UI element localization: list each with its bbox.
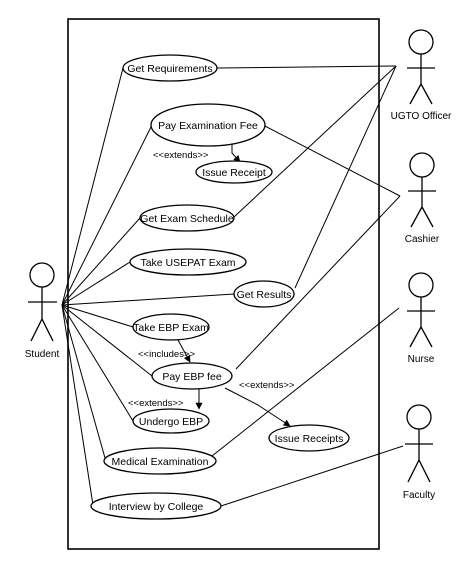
use-case-issue-receipts: Issue Receipts	[268, 424, 350, 452]
extends-label: <<extends>>	[153, 150, 209, 161]
use-case-get-results: Get Results	[233, 280, 295, 308]
use-case-issue-receipt: Issue Receipt	[195, 160, 273, 184]
use-case-get-exam-schedule: Get Exam Schedule	[139, 204, 235, 232]
use-case-pay-ebp-fee: Pay EBP fee	[151, 362, 233, 390]
use-case-interview-by-college: Interview by College	[90, 492, 222, 520]
student-associations	[61, 67, 235, 506]
svg-text:Get Results: Get Results	[237, 289, 292, 301]
svg-text:Medical Examination: Medical Examination	[112, 456, 209, 468]
actor-ugto-officer-label: UGTO Officer	[391, 111, 452, 122]
svg-text:Take USEPAT Exam: Take USEPAT Exam	[140, 257, 235, 269]
staff-associations	[211, 65, 404, 507]
dependency-arrows	[177, 138, 291, 427]
svg-text:Take EBP Exam: Take EBP Exam	[133, 322, 209, 334]
svg-text:Pay Examination Fee: Pay Examination Fee	[158, 120, 258, 132]
use-case-get-requirements: Get Requirements	[122, 54, 218, 82]
system-boundary	[67, 18, 380, 550]
extends-label: <<extends>>	[128, 398, 184, 409]
svg-text:Issue Receipt: Issue Receipt	[202, 167, 266, 179]
includes-label: <<includes>>	[138, 349, 195, 360]
svg-text:Issue Receipts: Issue Receipts	[275, 433, 344, 445]
use-case-undergo-ebp: Undergo EBP	[132, 408, 210, 434]
use-case-take-ebp-exam: Take EBP Exam	[132, 313, 210, 341]
actor-nurse-label: Nurse	[408, 354, 435, 365]
actor-cashier-label: Cashier	[405, 234, 440, 245]
actor-faculty: Faculty	[403, 404, 435, 501]
svg-text:Pay EBP fee: Pay EBP fee	[162, 371, 222, 383]
actor-nurse: Nurse	[407, 272, 435, 365]
actor-student: Student	[25, 262, 60, 360]
svg-text:Undergo EBP: Undergo EBP	[139, 416, 203, 428]
use-case-pay-examination-fee: Pay Examination Fee	[150, 103, 266, 147]
actor-cashier: Cashier	[405, 152, 440, 245]
svg-text:Get Exam Schedule: Get Exam Schedule	[140, 213, 234, 225]
svg-text:Interview by College: Interview by College	[109, 501, 204, 513]
actor-ugto-officer: UGTO Officer	[391, 29, 452, 122]
svg-text:Get Requirements: Get Requirements	[127, 63, 212, 75]
actor-faculty-label: Faculty	[403, 490, 435, 501]
use-case-take-usepat-exam: Take USEPAT Exam	[129, 248, 247, 276]
use-case-medical-examination: Medical Examination	[103, 447, 217, 475]
actor-student-label: Student	[25, 349, 60, 360]
extends-label: <<extends>>	[239, 380, 295, 391]
